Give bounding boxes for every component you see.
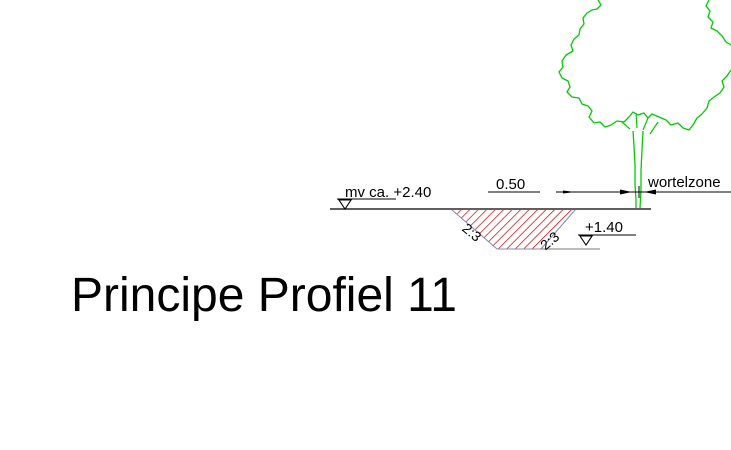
arrow-left-icon bbox=[644, 189, 656, 195]
arrow-tick-icon bbox=[563, 190, 575, 194]
ground-level-label: mv ca. +2.40 bbox=[345, 184, 431, 201]
width-label: 0.50 bbox=[496, 176, 525, 193]
arrow-right-icon bbox=[620, 189, 632, 195]
ditch-section bbox=[452, 210, 575, 249]
ditch-outline bbox=[451, 209, 576, 250]
tree-icon bbox=[558, 0, 731, 209]
bottom-level-label: +1.40 bbox=[585, 219, 623, 236]
ground-level-marker bbox=[337, 198, 396, 210]
level-triangle-icon bbox=[578, 235, 594, 246]
root-zone-label: wortelzone bbox=[647, 174, 721, 191]
root-zone-dimension bbox=[556, 186, 731, 198]
tree-branches bbox=[621, 112, 659, 135]
tree-trunk bbox=[632, 130, 644, 209]
bottom-level-marker bbox=[578, 234, 636, 246]
tree-crown bbox=[558, 0, 731, 131]
level-triangle-icon bbox=[337, 199, 353, 210]
tree-crown-top bbox=[705, 0, 731, 46]
page-title: Principe Profiel 11 bbox=[71, 269, 457, 322]
